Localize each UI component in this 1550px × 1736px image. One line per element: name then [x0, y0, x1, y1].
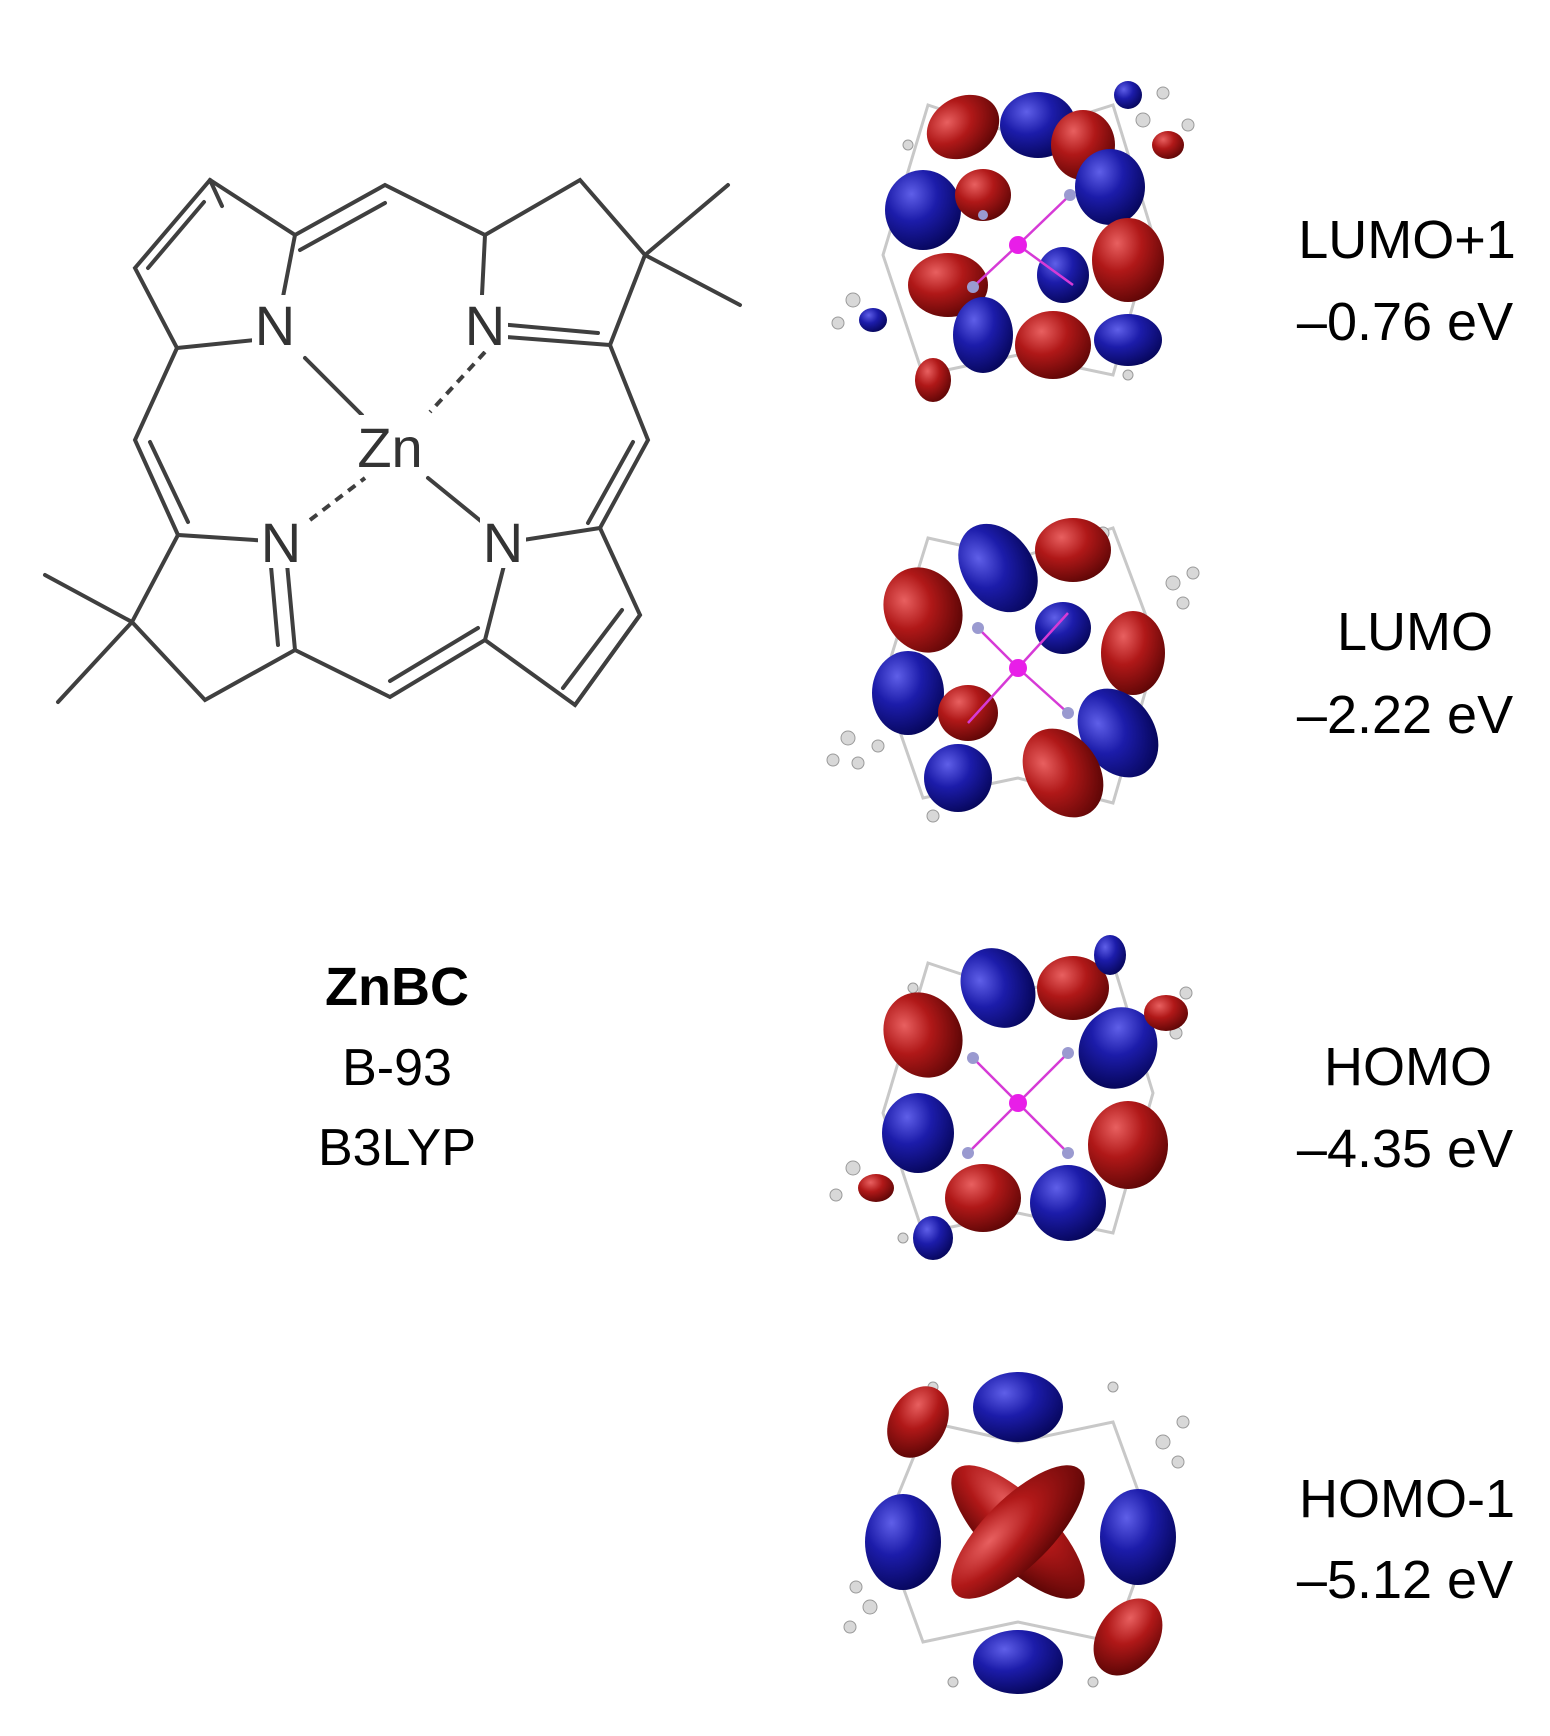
orbital-energy: –4.35 eV [1297, 1119, 1513, 1179]
orbital-labels: LUMO+1 –0.76 eV LUMO –2.22 eV HOMO –4.35… [1297, 210, 1516, 1610]
method-label: B3LYP [318, 1119, 476, 1177]
molecule-name: ZnBC [325, 957, 469, 1017]
nitrogen-label: N [483, 511, 523, 574]
nitrogen-label: N [261, 511, 301, 574]
orbital-plot-homo [829, 935, 1193, 1260]
orbital-plot-lumo [826, 518, 1200, 823]
orbital-energy: –2.22 eV [1297, 685, 1513, 745]
orbital-energy: –5.12 eV [1297, 1550, 1513, 1610]
molecule-caption: ZnBC B-93 B3LYP [318, 957, 476, 1177]
nitrogen-label: N [255, 294, 295, 357]
orbital-plot-homo-minus-1 [843, 1372, 1190, 1694]
hydrogen-atoms [843, 1381, 1190, 1688]
orbital-name: HOMO-1 [1299, 1469, 1515, 1529]
basis-set-label: B-93 [342, 1039, 452, 1097]
orbital-energy: –0.76 eV [1297, 292, 1513, 352]
orbital-name: LUMO+1 [1298, 210, 1516, 270]
zinc-label: Zn [357, 416, 422, 479]
orbital-name: HOMO [1324, 1037, 1492, 1097]
orbital-name: LUMO [1337, 602, 1493, 662]
zinc-bacteriochlorin-structure: N N N N Zn [43, 177, 742, 708]
nitrogen-label: N [465, 294, 505, 357]
orbital-plot-lumo-plus-1 [831, 81, 1195, 402]
